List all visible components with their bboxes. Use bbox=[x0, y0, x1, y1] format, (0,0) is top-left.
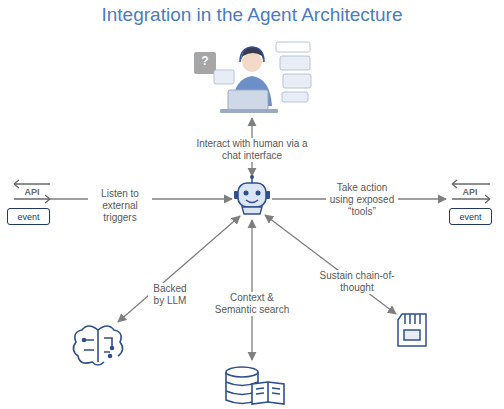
icon-part bbox=[214, 70, 234, 84]
icon-part bbox=[200, 40, 310, 41]
event-box: event bbox=[449, 208, 492, 225]
icon-part bbox=[267, 382, 269, 402]
api-label: API bbox=[455, 186, 485, 198]
api-label: API bbox=[17, 186, 47, 198]
arrow-label: Listen to external triggers bbox=[88, 188, 152, 224]
icon-part bbox=[405, 314, 420, 324]
icon-part bbox=[84, 338, 112, 352]
icon-part bbox=[280, 56, 310, 70]
icon-part bbox=[256, 388, 280, 394]
icon-part bbox=[228, 90, 268, 110]
icon-part bbox=[73, 326, 104, 365]
brain-icon bbox=[73, 326, 122, 365]
human-illustration bbox=[194, 40, 311, 113]
icon-part bbox=[266, 191, 270, 199]
icon-part bbox=[250, 175, 254, 179]
icon-part bbox=[276, 42, 310, 52]
icon-part bbox=[252, 382, 284, 404]
arrow-label: Backed by LLM bbox=[148, 283, 192, 307]
icon-part bbox=[242, 207, 262, 214]
icon-part bbox=[282, 92, 308, 102]
icon-part bbox=[398, 314, 426, 346]
event-box: event bbox=[7, 208, 50, 225]
icon-part bbox=[283, 74, 311, 88]
icon-part bbox=[242, 52, 262, 72]
node-text: event bbox=[17, 212, 39, 222]
icon-part bbox=[109, 355, 112, 358]
arrow-label: Interact with human via a chat interface bbox=[190, 138, 314, 162]
icon-part bbox=[404, 330, 420, 340]
arrow-label: Take action using exposed “tools” bbox=[326, 182, 398, 218]
icon-part bbox=[226, 367, 258, 377]
diagram-title: Integration in the Agent Architecture bbox=[0, 4, 504, 26]
icon-part bbox=[14, 180, 50, 188]
api-icon bbox=[14, 180, 490, 203]
icon-part bbox=[246, 200, 258, 203]
icon-part bbox=[251, 220, 252, 360]
database-icon bbox=[226, 367, 284, 404]
icon-part bbox=[452, 180, 490, 188]
icon-part bbox=[83, 339, 86, 342]
node-text: event bbox=[459, 212, 481, 222]
icon-part bbox=[244, 191, 249, 196]
icon-part bbox=[98, 326, 123, 356]
icon-part bbox=[256, 191, 261, 196]
icon-part bbox=[240, 47, 264, 62]
arrow-label: Sustain chain-of-thought bbox=[314, 270, 400, 294]
icon-part bbox=[194, 52, 216, 74]
icon-part bbox=[220, 109, 278, 113]
arrow-label: Context & Semantic search bbox=[212, 292, 292, 316]
memory-card-icon bbox=[398, 314, 426, 346]
question-mark: ? bbox=[194, 55, 216, 67]
icon-part bbox=[238, 183, 266, 207]
icon-part bbox=[234, 191, 238, 199]
icon-part bbox=[111, 347, 114, 350]
icon-part bbox=[97, 330, 99, 362]
connector-lines bbox=[50, 118, 446, 360]
robot-icon bbox=[234, 175, 270, 214]
